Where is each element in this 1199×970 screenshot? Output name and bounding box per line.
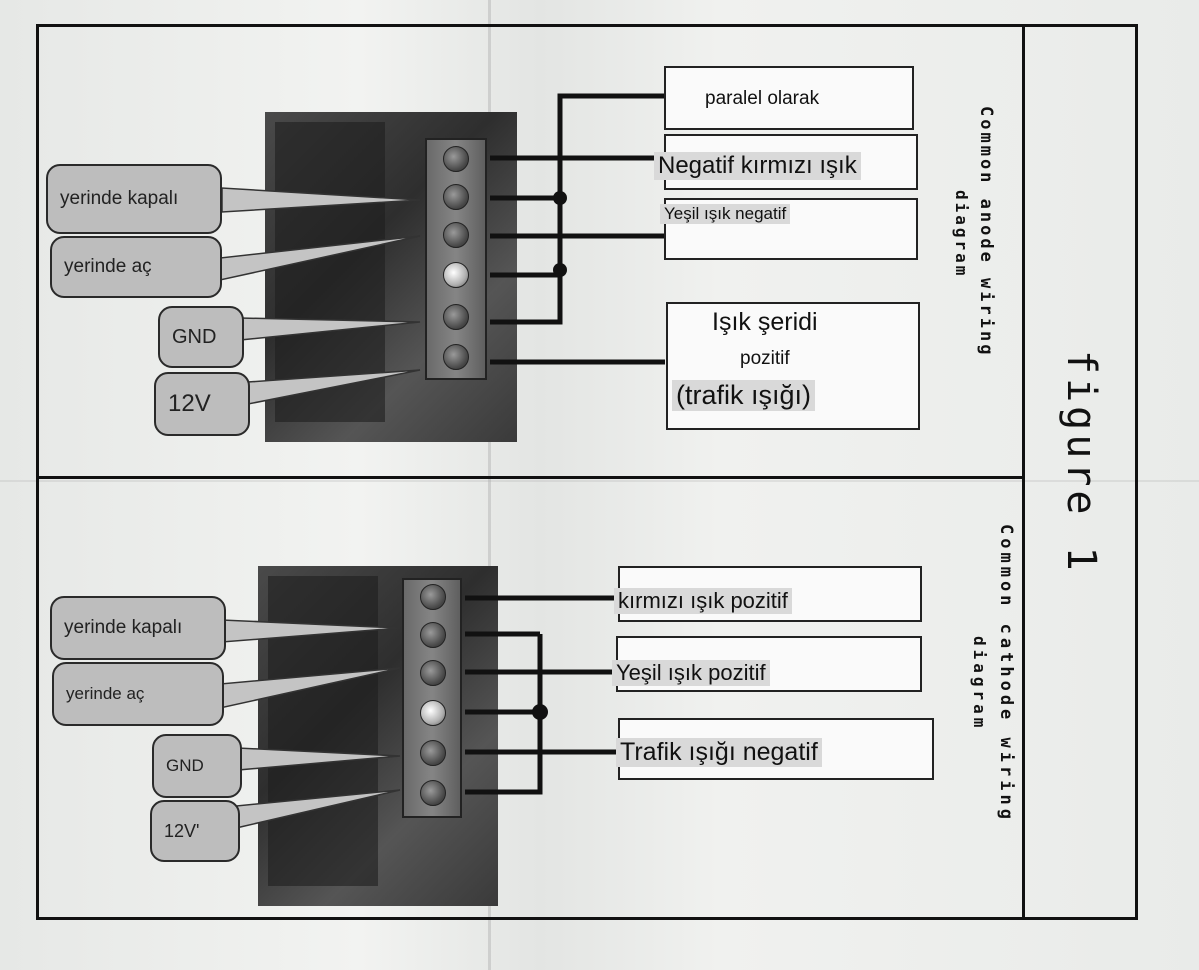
cathode-terminal-screw — [420, 700, 446, 726]
label-strip-line2: pozitif — [740, 348, 790, 369]
wire — [465, 634, 543, 795]
callout-pointer — [237, 747, 401, 771]
callout-pointer — [235, 789, 401, 829]
callout-label: GND — [166, 756, 204, 775]
cathode-terminal-screw — [420, 740, 446, 766]
callout-12v: 12V' — [150, 800, 240, 862]
paper-fold-vertical — [488, 0, 491, 970]
callout-label: yerinde aç — [66, 684, 145, 703]
paper-fold-horizontal — [0, 480, 1199, 482]
anode-terminal-screw — [443, 222, 469, 248]
anode-terminal-screw — [443, 344, 469, 370]
anode-terminal-screw — [443, 304, 469, 330]
callout-gnd: GND — [158, 306, 244, 368]
callout-label: yerinde aç — [64, 256, 152, 277]
box-parallel — [664, 66, 914, 130]
diagram-frame — [36, 24, 1138, 920]
callout-label: yerinde kapalı — [64, 617, 183, 638]
section-divider — [38, 476, 1024, 479]
callout-pointer — [239, 317, 421, 341]
callout-label: yerinde kapalı — [60, 188, 179, 209]
label-red-negative: Negatif kırmızı ışık — [654, 152, 861, 180]
cathode-terminal-screw — [420, 584, 446, 610]
anode-terminal-screw — [443, 146, 469, 172]
cathode-terminal-block — [402, 578, 462, 818]
figure-title: figure 1 — [1058, 350, 1104, 575]
anode-terminal-screw — [443, 184, 469, 210]
callout-pointer — [221, 619, 401, 643]
callout-gnd: GND — [152, 734, 242, 798]
cathode-heading-sub: diagram — [970, 636, 989, 732]
callout-12v: 12V — [154, 372, 250, 436]
anode-heading: Common anode wiring — [976, 106, 996, 358]
callout-normally-open: yerinde aç — [52, 662, 224, 726]
cathode-heading: Common cathode wiring — [996, 524, 1016, 823]
label-parallel: paralel olarak — [705, 88, 820, 109]
label-red-positive: kırmızı ışık pozitif — [614, 588, 792, 614]
callout-label: GND — [172, 325, 217, 348]
callout-pointer — [219, 667, 401, 709]
callout-pointer — [221, 187, 421, 213]
label-green-negative: Yeşil ışık negatif — [660, 204, 791, 224]
label-strip-line3: (trafik ışığı) — [672, 380, 816, 411]
callout-normally-closed: yerinde kapalı — [50, 596, 226, 660]
cathode-terminal-screw — [420, 660, 446, 686]
callout-pointer — [219, 235, 421, 281]
label-green-positive: Yeşil ışık pozitif — [612, 660, 770, 686]
wire — [490, 93, 665, 325]
callout-normally-closed: yerinde kapalı — [46, 164, 222, 234]
anode-terminal-block — [425, 138, 487, 380]
anode-heading-sub: diagram — [952, 190, 971, 279]
callout-label: 12V' — [164, 820, 200, 841]
junction-dot — [553, 191, 567, 205]
callout-normally-open: yerinde aç — [50, 236, 222, 298]
junction-dot — [532, 704, 548, 720]
label-traffic-negative: Trafik ışığı negatif — [616, 738, 822, 767]
cathode-terminal-screw — [420, 780, 446, 806]
callout-pointer — [247, 369, 421, 405]
label-strip-line1: Işık şeridi — [712, 308, 818, 336]
junction-dot — [553, 263, 567, 277]
cathode-terminal-screw — [420, 622, 446, 648]
title-column-divider — [1022, 26, 1025, 918]
callout-label: 12V — [168, 390, 211, 417]
anode-terminal-screw — [443, 262, 469, 288]
